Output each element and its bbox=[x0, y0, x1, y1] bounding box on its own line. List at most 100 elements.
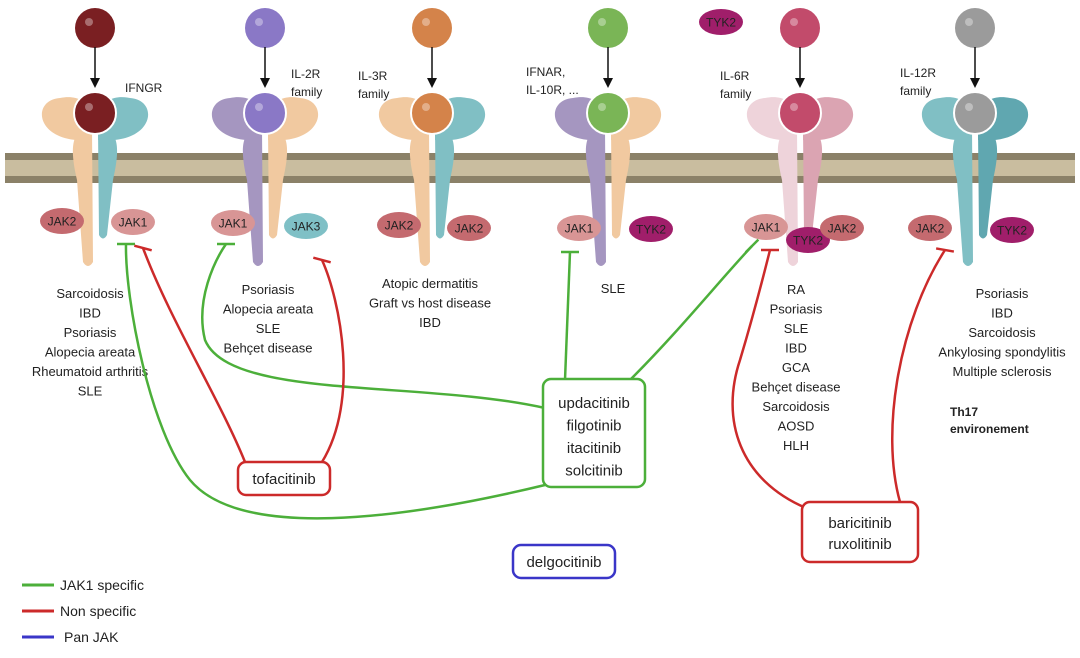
drug-name: tofacitinib bbox=[252, 471, 315, 488]
drug-name: ruxolitinib bbox=[828, 536, 891, 553]
arrow-head-icon bbox=[603, 78, 613, 88]
bound-ligand bbox=[410, 91, 454, 135]
disease-item: IBD bbox=[419, 315, 441, 330]
cell-membrane bbox=[5, 153, 1075, 183]
ligand-highlight bbox=[965, 103, 973, 111]
ligand-highlight bbox=[85, 18, 93, 26]
kinase-label: JAK2 bbox=[48, 215, 77, 229]
disease-item: Alopecia areata bbox=[45, 345, 136, 360]
disease-item: Ankylosing spondylitis bbox=[938, 345, 1066, 360]
receptor-right-stalk bbox=[978, 128, 998, 239]
kinase-label: TYK2 bbox=[793, 234, 823, 248]
kinase-label: TYK2 bbox=[706, 16, 736, 30]
arrow-head-icon bbox=[260, 78, 270, 88]
disease-item: AOSD bbox=[778, 419, 815, 434]
kinase-tyk2: TYK2 bbox=[786, 227, 830, 253]
disease-item: IBD bbox=[785, 341, 807, 356]
th17-note: environement bbox=[950, 422, 1029, 436]
ligand bbox=[955, 8, 995, 48]
drug-name: filgotinib bbox=[566, 418, 621, 435]
ligand-highlight bbox=[85, 103, 93, 111]
disease-item: Sarcoidosis bbox=[968, 325, 1036, 340]
drug-box bbox=[511, 543, 617, 580]
receptor-5: IL-6RfamilyJAK1TYK2JAK2RAPsoriasisSLEIBD… bbox=[720, 8, 864, 453]
ligand-highlight bbox=[965, 18, 973, 26]
kinase-label: JAK1 bbox=[119, 216, 148, 230]
disease-item: Alopecia areata bbox=[223, 302, 314, 317]
legend-label: Non specific bbox=[60, 603, 136, 619]
nonspecific-line-ifngr bbox=[141, 247, 247, 463]
receptor-right-stalk bbox=[268, 128, 288, 239]
kinase-jak1: JAK1 bbox=[211, 210, 255, 236]
jak1-line-ifnar bbox=[563, 251, 572, 381]
legend-item: Non specific bbox=[22, 603, 136, 619]
bound-ligand bbox=[73, 91, 117, 135]
disease-item: RA bbox=[787, 282, 805, 297]
disease-item: Graft vs host disease bbox=[369, 296, 491, 311]
receptor-label: family bbox=[358, 87, 389, 101]
legend-item: JAK1 specific bbox=[22, 577, 144, 593]
kinase-shape bbox=[447, 215, 491, 241]
nonspecific-line-il12r bbox=[891, 249, 947, 503]
drug-box bbox=[236, 460, 332, 497]
receptor-label: family bbox=[900, 84, 931, 98]
kinase-shape bbox=[211, 210, 255, 236]
disease-item: SLE bbox=[78, 384, 103, 399]
arrow-head-icon bbox=[795, 78, 805, 88]
receptor-left-stalk bbox=[409, 128, 430, 266]
kinase-label: JAK2 bbox=[385, 219, 414, 233]
kinase-jak2: JAK2 bbox=[447, 215, 491, 241]
ligand-highlight bbox=[598, 18, 606, 26]
disease-item: Atopic dermatitis bbox=[382, 276, 479, 291]
jak1-line-il6r bbox=[629, 245, 753, 381]
kinase-label: JAK1 bbox=[752, 221, 781, 235]
bound-ligand bbox=[953, 91, 997, 135]
kinase-label: JAK1 bbox=[565, 222, 594, 236]
disease-item: IBD bbox=[991, 306, 1013, 321]
legend-label: Pan JAK bbox=[64, 629, 119, 645]
arrow-head-icon bbox=[90, 78, 100, 88]
kinase-tyk2: TYK2 bbox=[629, 216, 673, 242]
floating-tyk2: TYK2 bbox=[699, 9, 743, 35]
kinase-shape bbox=[284, 213, 328, 239]
drug-name: baricitinib bbox=[828, 515, 891, 532]
ligand bbox=[588, 8, 628, 48]
receptor-right-stalk bbox=[98, 128, 118, 239]
kinase-jak2: JAK2 bbox=[377, 212, 421, 238]
drug-name: solcitinib bbox=[565, 463, 623, 480]
receptor-right-stalk bbox=[435, 128, 455, 239]
receptor-label: IL-6R bbox=[720, 69, 750, 83]
receptor-right-stalk bbox=[611, 128, 631, 239]
receptor-label: IL-3R bbox=[358, 69, 388, 83]
drug-name: updacitinib bbox=[558, 395, 630, 412]
ligand bbox=[780, 8, 820, 48]
disease-item: SLE bbox=[784, 321, 809, 336]
kinase-jak2: JAK2 bbox=[908, 215, 952, 241]
kinase-jak2: JAK2 bbox=[820, 215, 864, 241]
disease-item: Psoriasis bbox=[976, 286, 1029, 301]
baricitinib-ruxolitinib-box: baricitinib ruxolitinib bbox=[800, 500, 920, 564]
disease-item: Sarcoidosis bbox=[56, 286, 124, 301]
kinase-shape bbox=[629, 216, 673, 242]
inhibition-bar bbox=[744, 238, 760, 254]
receptor-left-stalk bbox=[585, 128, 606, 266]
kinase-label: JAK2 bbox=[828, 222, 857, 236]
ligand-highlight bbox=[790, 18, 798, 26]
disease-item: Behçet disease bbox=[752, 380, 841, 395]
delgocitinib-box: delgocitinib bbox=[511, 543, 617, 580]
jak1-line-ifngr bbox=[124, 243, 546, 520]
bound-ligand bbox=[778, 91, 822, 135]
ligand-highlight bbox=[422, 18, 430, 26]
ligand bbox=[75, 8, 115, 48]
kinase-shape bbox=[786, 227, 830, 253]
kinase-jak1: JAK1 bbox=[111, 209, 155, 235]
ligand bbox=[245, 8, 285, 48]
ligand-highlight bbox=[790, 103, 798, 111]
